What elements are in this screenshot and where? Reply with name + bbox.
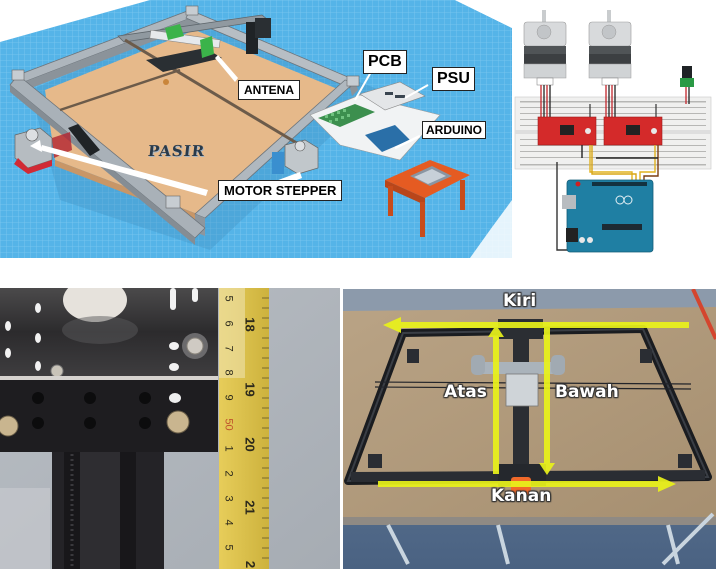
ruler-tick-3: 3 [222, 495, 235, 502]
ruler-tick-7: 7 [222, 345, 235, 352]
label-antena: ANTENA [238, 80, 300, 100]
label-pasir: PASIR [147, 142, 207, 160]
label-pcb: PCB [363, 50, 407, 74]
label-kanan: Kanan [491, 486, 552, 506]
ruler-tick-19: 19 [242, 382, 258, 397]
gantry-photo-illustration [343, 289, 716, 569]
panel-gantry-photo: Kiri Atas Bawah Kanan [343, 289, 716, 569]
panel-ruler-photo: 5 6 7 8 9 50 1 2 3 4 5 18 19 20 21 2 [0, 288, 340, 569]
panel-circuit-diagram [512, 0, 717, 258]
label-psu: PSU [432, 67, 475, 91]
3d-model-illustration [0, 0, 512, 258]
ruler-tick-5: 5 [222, 295, 235, 302]
label-kiri: Kiri [503, 291, 537, 311]
ruler-tick-6: 6 [222, 320, 235, 327]
ruler-tick-2: 2 [222, 470, 235, 477]
ruler-tick-1: 1 [222, 445, 235, 452]
ruler-tick-50: 50 [222, 418, 235, 431]
circuit-illustration [512, 0, 717, 258]
label-atas: Atas [444, 382, 487, 402]
ruler-tick-20: 20 [242, 437, 258, 452]
label-bawah: Bawah [555, 382, 619, 402]
ruler-tick-9: 9 [222, 394, 235, 401]
ruler-tick-18: 18 [242, 317, 258, 332]
ruler-tick-22: 2 [243, 560, 259, 569]
ruler-tick-8: 8 [222, 369, 235, 376]
ruler-photo-illustration [0, 288, 340, 569]
stepper-motor-left [523, 10, 567, 86]
ruler-tick-4: 4 [222, 519, 235, 526]
panel-3d-model: ANTENA PCB PSU ARDUINO MOTOR STEPPER PAS… [0, 0, 512, 258]
label-motor-stepper: MOTOR STEPPER [218, 180, 343, 201]
ruler-tick-21: 21 [242, 500, 258, 515]
ruler-tick-5b: 5 [222, 544, 235, 551]
label-arduino: ARDUINO [422, 121, 486, 139]
stepper-motor-right [588, 10, 632, 86]
